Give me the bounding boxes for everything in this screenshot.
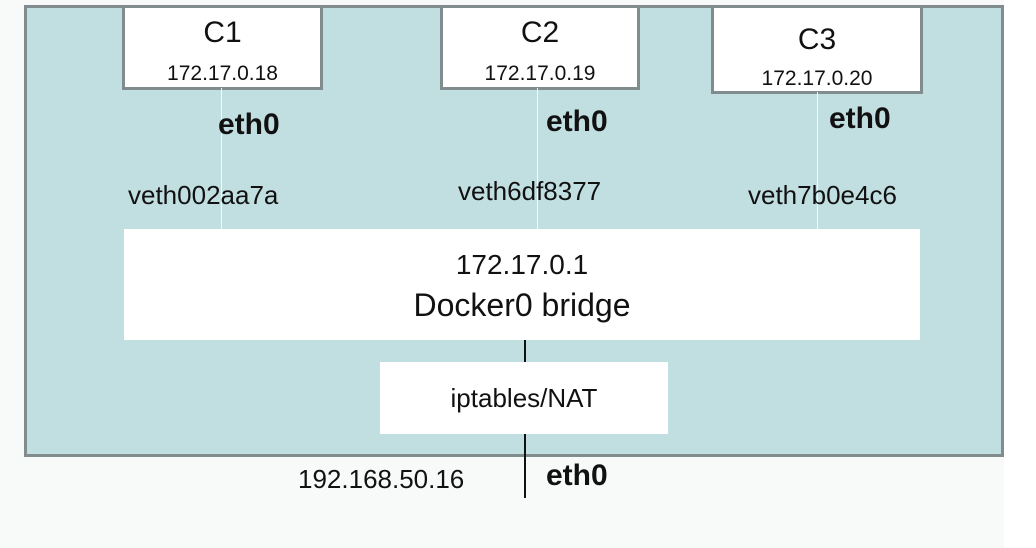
nat-to-host-eth0-line	[524, 434, 526, 498]
container-c3-ip: 172.17.0.20	[761, 67, 873, 90]
container-c3-box: C3 172.17.0.20	[711, 5, 923, 94]
bridge-ip: 172.17.0.1	[455, 249, 589, 280]
c1-eth0-label: eth0	[218, 108, 280, 141]
c2-veth-label: veth6df8377	[458, 176, 602, 206]
c3-eth0-label: eth0	[829, 102, 891, 135]
host-ip-label: 192.168.50.16	[298, 464, 465, 494]
c1-veth-link-line	[221, 88, 222, 229]
c3-veth-link-line	[817, 92, 818, 229]
c2-veth-link-line	[537, 88, 538, 229]
c2-eth0-label: eth0	[546, 105, 608, 138]
host-eth0-label: eth0	[546, 459, 608, 492]
container-c1-name: C1	[203, 16, 242, 49]
container-c2-ip: 172.17.0.19	[484, 62, 596, 85]
c3-veth-label: veth7b0e4c6	[748, 180, 897, 210]
bridge-to-nat-line	[524, 340, 526, 362]
container-c2-box: C2 172.17.0.19	[440, 5, 640, 90]
nat-label: iptables/NAT	[450, 383, 598, 413]
c1-veth-label: veth002aa7a	[128, 180, 279, 210]
iptables-nat-box: iptables/NAT	[380, 362, 668, 434]
container-c2-name: C2	[520, 16, 560, 49]
bridge-name: Docker0 bridge	[413, 287, 631, 323]
diagram-canvas: C1 172.17.0.18 C2 172.17.0.19 C3 172.17.…	[24, 5, 1004, 498]
container-c1-ip: 172.17.0.18	[167, 62, 278, 85]
container-c1-box: C1 172.17.0.18	[122, 5, 323, 90]
container-c3-name: C3	[797, 23, 837, 56]
docker0-bridge-box: 172.17.0.1 Docker0 bridge	[124, 229, 920, 340]
